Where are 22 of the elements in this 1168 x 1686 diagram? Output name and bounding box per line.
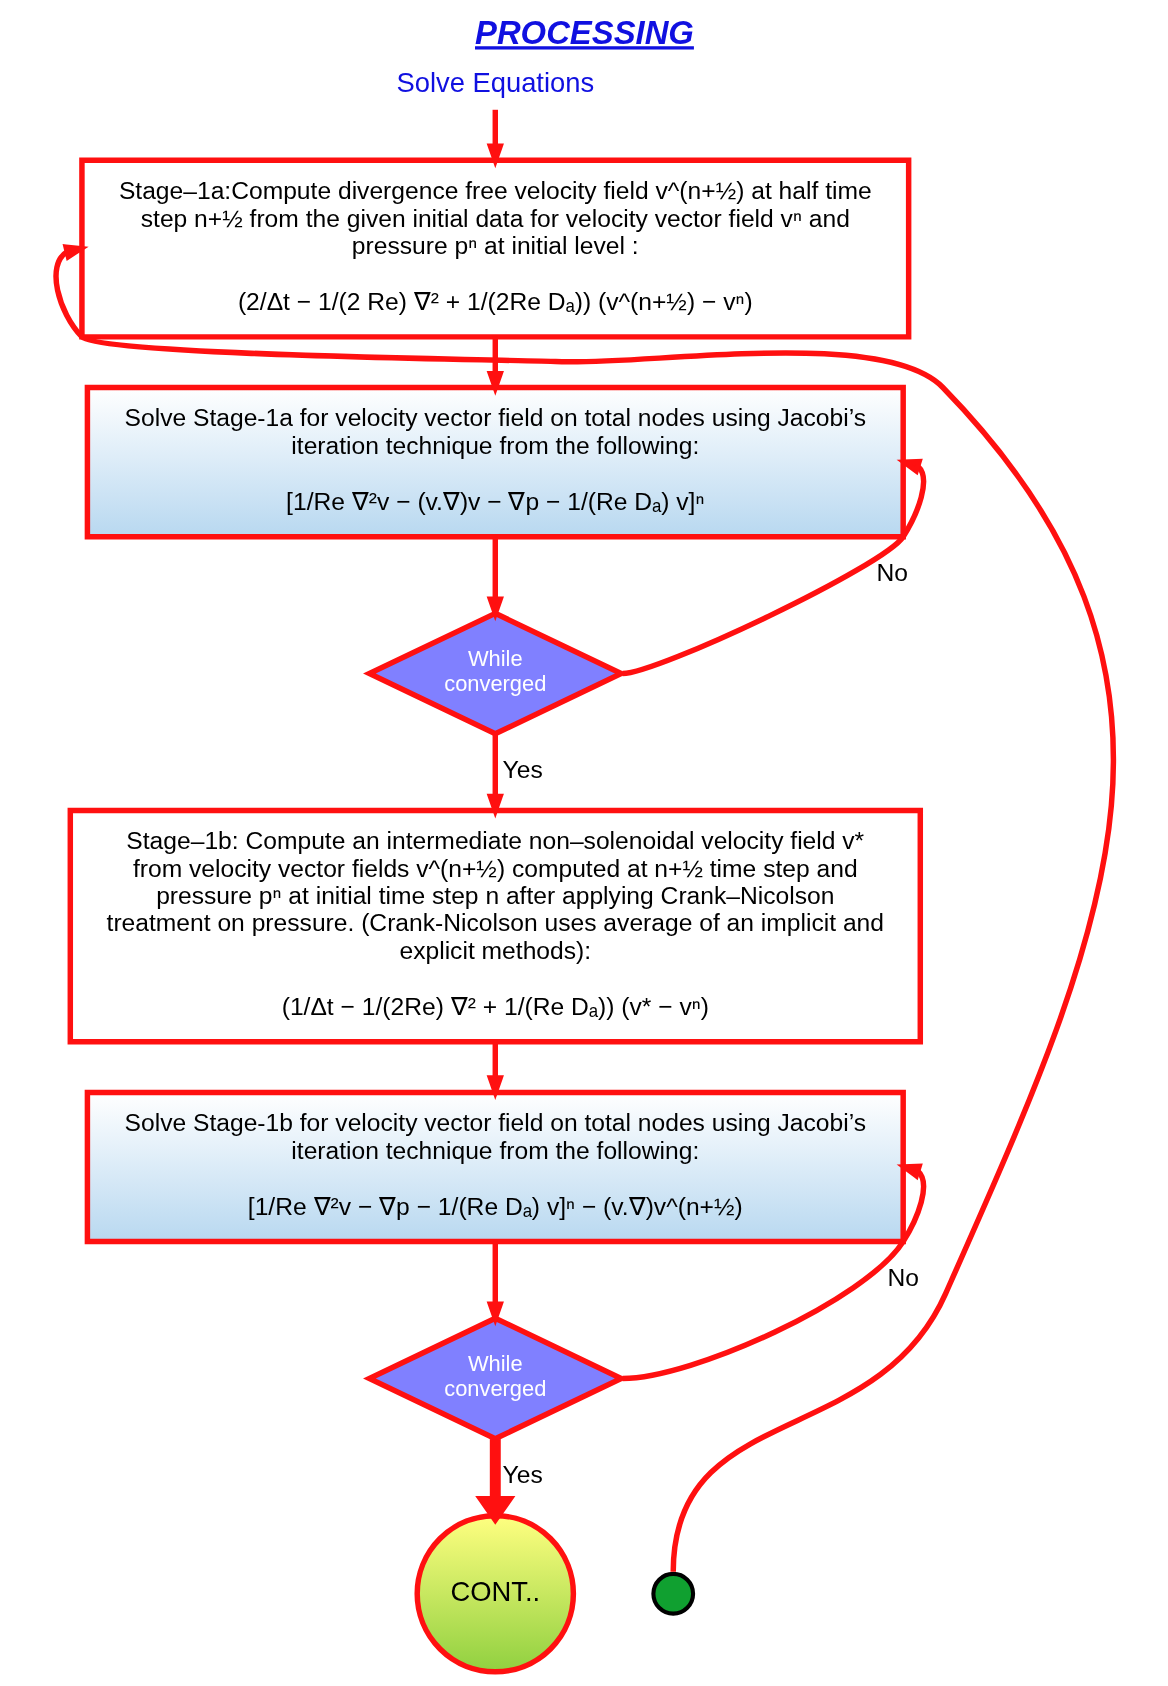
arrow bbox=[621, 458, 926, 677]
arrow bbox=[486, 336, 504, 396]
edge-label: No bbox=[886, 1263, 919, 1291]
node-circle bbox=[650, 1571, 695, 1616]
arrow bbox=[486, 1241, 504, 1327]
diagram-title: PROCESSING bbox=[474, 14, 694, 52]
node-circle: CONT.. bbox=[413, 1512, 576, 1675]
node-box: Stage–1b: Compute an intermediate non–solenoidal velocity field v* from velocity vector fields v^(n+½) computed at n+½ time step and pressure pⁿ at initial time step n after applying Crank–Nicolson treatment on pressure. (Crank-Nicolson uses average of an implicit and explicit methods): (1/Δt − 1/(2Re) ∇² + 1/(Re Dₐ)) (v* − vⁿ) bbox=[67, 807, 923, 1045]
arrow bbox=[486, 1042, 504, 1101]
arrow bbox=[53, 244, 1116, 1573]
edge-label: Yes bbox=[502, 756, 543, 784]
node-box: Solve Stage-1b for velocity vector field on total nodes using Jacobi’s iteration technique from the following: [1/Re ∇²v − ∇p − 1/(Re Dₐ) v]ⁿ − (v.∇)v^(n+½) bbox=[84, 1089, 906, 1245]
arrow bbox=[621, 1163, 926, 1382]
arrow bbox=[474, 1439, 515, 1525]
edge-label: No bbox=[875, 559, 908, 587]
node-box: Solve Stage-1a for velocity vector field on total nodes using Jacobi’s iteration technique from the following: [1/Re ∇²v − (v.∇)v − ∇p − 1/(Re Dₐ) v]ⁿ bbox=[84, 384, 906, 540]
node-text: Solve Equations bbox=[395, 66, 594, 98]
arrow bbox=[486, 734, 504, 819]
arrow bbox=[486, 537, 504, 622]
node-box: Stage–1a:Compute divergence free velocity field v^(n+½) at half time step n+½ from the given initial data for velocity vector field vⁿ and pressure pⁿ at initial level : (2/Δt − 1/(2 Re) ∇² + 1/(2Re Dₐ)) (v^(n+½) − vⁿ) bbox=[78, 157, 911, 340]
edge-label: Yes bbox=[502, 1461, 543, 1489]
arrow bbox=[486, 109, 504, 169]
